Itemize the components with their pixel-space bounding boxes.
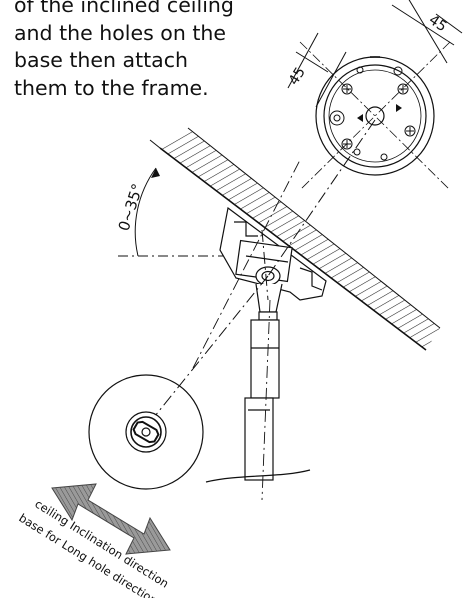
inclined-ceiling bbox=[149, 127, 441, 351]
base-detail-view bbox=[299, 41, 451, 191]
long-hole-detail bbox=[88, 374, 204, 490]
direction-label-2: base for Long hole direction bbox=[16, 511, 160, 598]
instruction-text: of the inclined ceiling and the holes on… bbox=[14, 0, 284, 102]
dimension-left: 45 bbox=[286, 65, 309, 89]
instruction-line: and the holes on the bbox=[14, 20, 226, 45]
instruction-line: base then attach bbox=[14, 48, 188, 72]
instruction-line: them to the frame. bbox=[14, 75, 209, 100]
direction-arrow bbox=[51, 483, 171, 555]
angle-label: 0~35° bbox=[115, 181, 147, 233]
detail-leader bbox=[192, 159, 301, 369]
center-lines bbox=[141, 119, 376, 433]
instruction-line: of the inclined ceiling bbox=[14, 0, 234, 17]
support-pole bbox=[205, 266, 311, 483]
angle-indicator bbox=[118, 167, 238, 257]
dimension-right: 45 bbox=[426, 12, 450, 35]
dimension-lines bbox=[287, 0, 463, 108]
